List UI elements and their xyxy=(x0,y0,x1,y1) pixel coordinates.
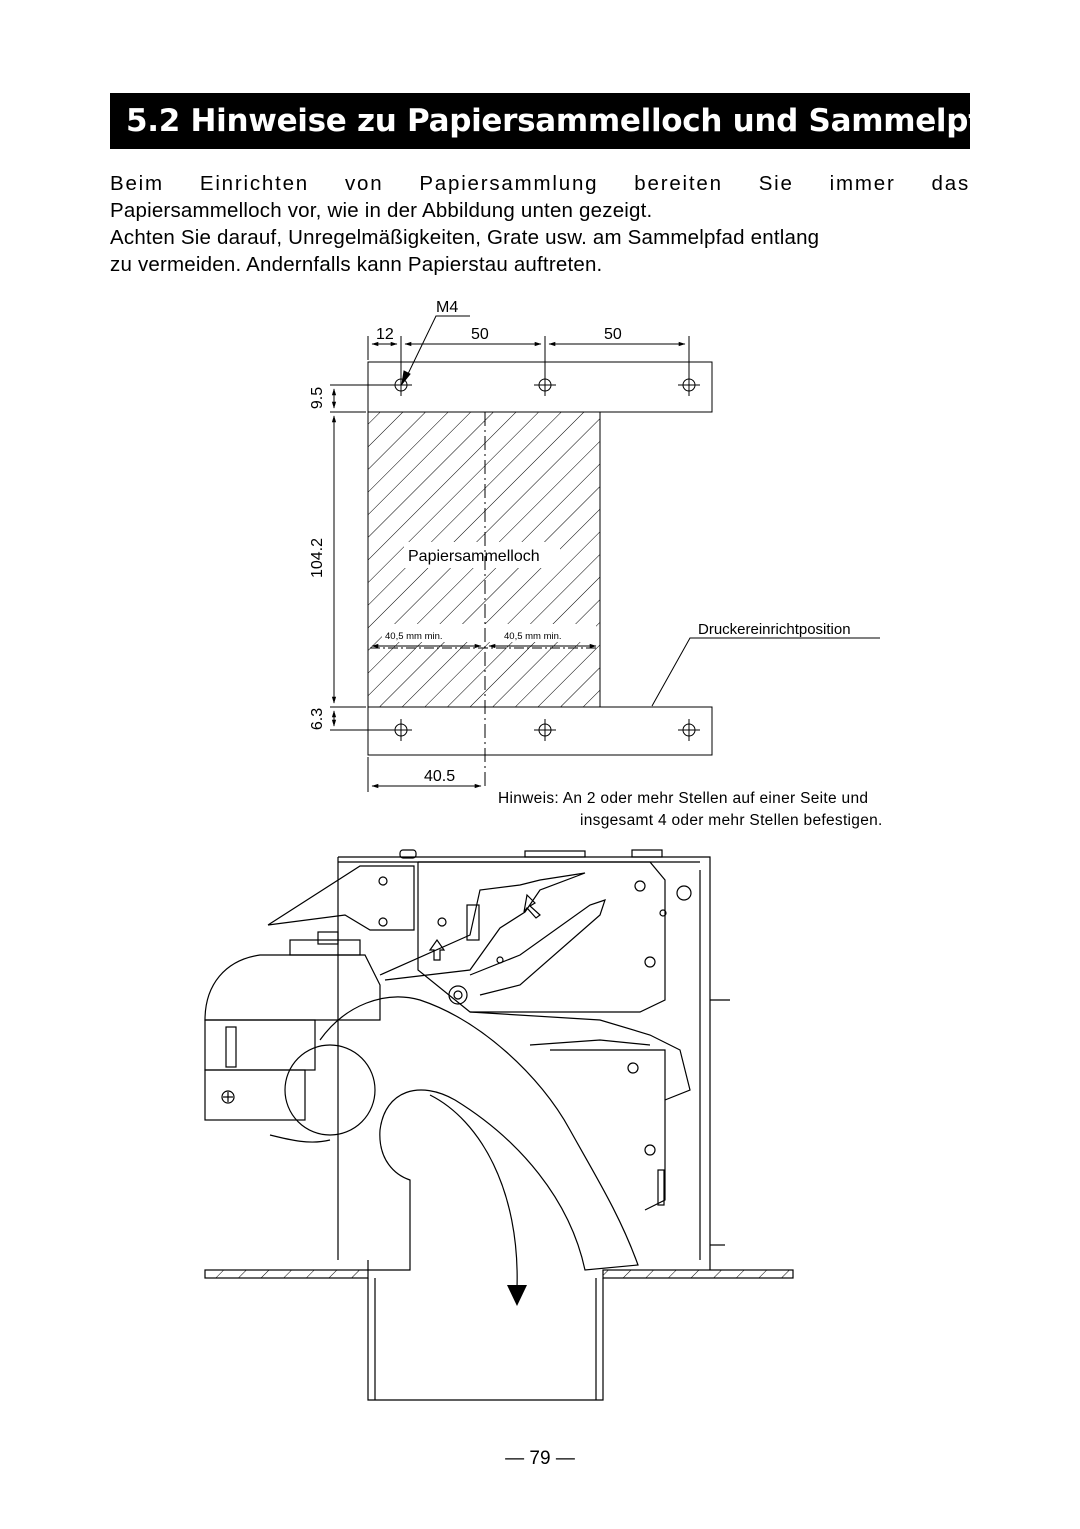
intro-line-1: Beim Einrichten von Papiersammlung berei… xyxy=(110,172,970,195)
hint-line-1: Hinweis: An 2 oder mehr Stellen auf eine… xyxy=(498,790,869,807)
printer-side-view xyxy=(204,849,730,1306)
screw-hole-bottom-3 xyxy=(678,719,700,741)
hole-label: Papiersammelloch xyxy=(408,548,540,565)
intro-line-4: zu vermeiden. Andernfalls kann Papiersta… xyxy=(110,253,603,276)
min-right-label: 40,5 mm min. xyxy=(504,631,562,642)
screw-hole-top-3 xyxy=(678,374,700,396)
screw-label: M4 xyxy=(436,299,458,316)
intro-line-2: Papiersammelloch vor, wie in der Abbildu… xyxy=(110,199,653,222)
page-number: — 79 — xyxy=(505,1448,575,1469)
dim-6-3: 6.3 xyxy=(309,708,326,730)
dim-50a: 50 xyxy=(471,326,489,343)
dim-12: 12 xyxy=(376,326,394,343)
intro-text: Beim Einrichten von Papiersammlung berei… xyxy=(110,170,970,278)
hint-line-2: insgesamt 4 oder mehr Stellen befestigen… xyxy=(580,812,883,829)
position-label: Druckereinrichtposition xyxy=(698,621,851,638)
dim-50b: 50 xyxy=(604,326,622,343)
min-left-label: 40,5 mm min. xyxy=(385,631,443,642)
counter-with-chute xyxy=(204,1269,794,1401)
dimension-labels: M4 12 50 50 9.5 104.2 6.3 40.5 Papiersam… xyxy=(309,299,851,785)
intro-line-3: Achten Sie darauf, Unregelmäßigkeiten, G… xyxy=(110,226,820,249)
hint-note: Hinweis: An 2 oder mehr Stellen auf eine… xyxy=(498,788,883,832)
screw-hole-top-2 xyxy=(534,374,556,396)
dim-40-5: 40.5 xyxy=(424,768,455,785)
dim-104-2: 104.2 xyxy=(309,538,326,578)
top-mounting-plate xyxy=(367,361,713,413)
screw-hole-bottom-2 xyxy=(534,719,556,741)
section-title: 5.2 Hinweise zu Papiersammelloch und Sam… xyxy=(126,103,1024,139)
dim-9-5: 9.5 xyxy=(309,387,326,409)
section-title-bar: 5.2 Hinweise zu Papiersammelloch und Sam… xyxy=(110,93,1024,149)
bottom-mounting-plate xyxy=(367,706,713,756)
plan-view xyxy=(330,315,880,792)
